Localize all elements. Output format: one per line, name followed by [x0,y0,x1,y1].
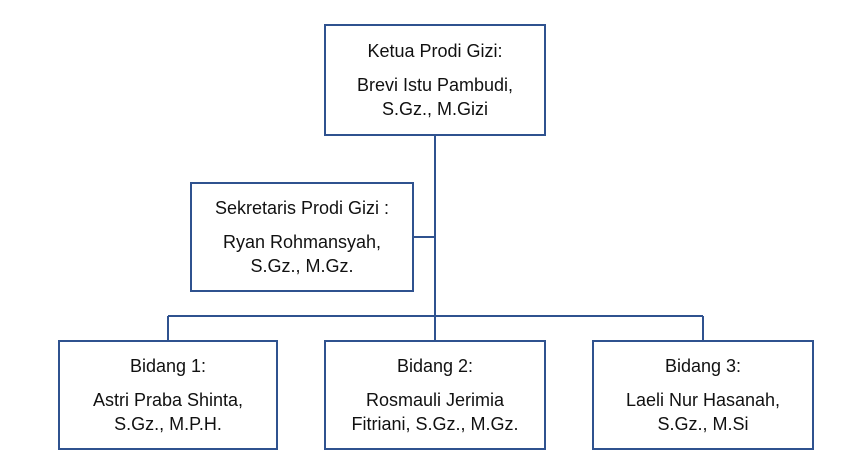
bidang-2-name-line1: Rosmauli Jerimia [365,390,505,410]
bidang-3-name-line2: S.Gz., M.Si [657,414,749,434]
bidang-1-title: Bidang 1: [129,356,207,376]
bidang-2-name-line2: Fitriani, S.Gz., M.Gz. [351,414,519,434]
bidang-2-title: Bidang 2: [396,356,474,376]
sekretaris-prodi-box: Sekretaris Prodi Gizi : Ryan Rohmansyah,… [190,182,414,292]
bidang-1-name-line1: Astri Praba Shinta, [92,390,244,410]
ketua-name-line1: Brevi Istu Pambudi, [356,75,514,95]
bidang-3-box: Bidang 3: Laeli Nur Hasanah, S.Gz., M.Si [592,340,814,450]
bidang-3-name-line1: Laeli Nur Hasanah, [625,390,781,410]
ketua-prodi-box: Ketua Prodi Gizi: Brevi Istu Pambudi, S.… [324,24,546,136]
sekretaris-title: Sekretaris Prodi Gizi : [214,198,390,218]
bidang-2-box: Bidang 2: Rosmauli Jerimia Fitriani, S.G… [324,340,546,450]
sekretaris-name-line2: S.Gz., M.Gz. [250,256,354,276]
bidang-3-title: Bidang 3: [664,356,742,376]
bidang-1-box: Bidang 1: Astri Praba Shinta, S.Gz., M.P… [58,340,278,450]
sekretaris-name-line1: Ryan Rohmansyah, [222,232,382,252]
ketua-title: Ketua Prodi Gizi: [367,41,503,61]
bidang-1-name-line2: S.Gz., M.P.H. [114,414,222,434]
ketua-name-line2: S.Gz., M.Gizi [381,99,488,119]
